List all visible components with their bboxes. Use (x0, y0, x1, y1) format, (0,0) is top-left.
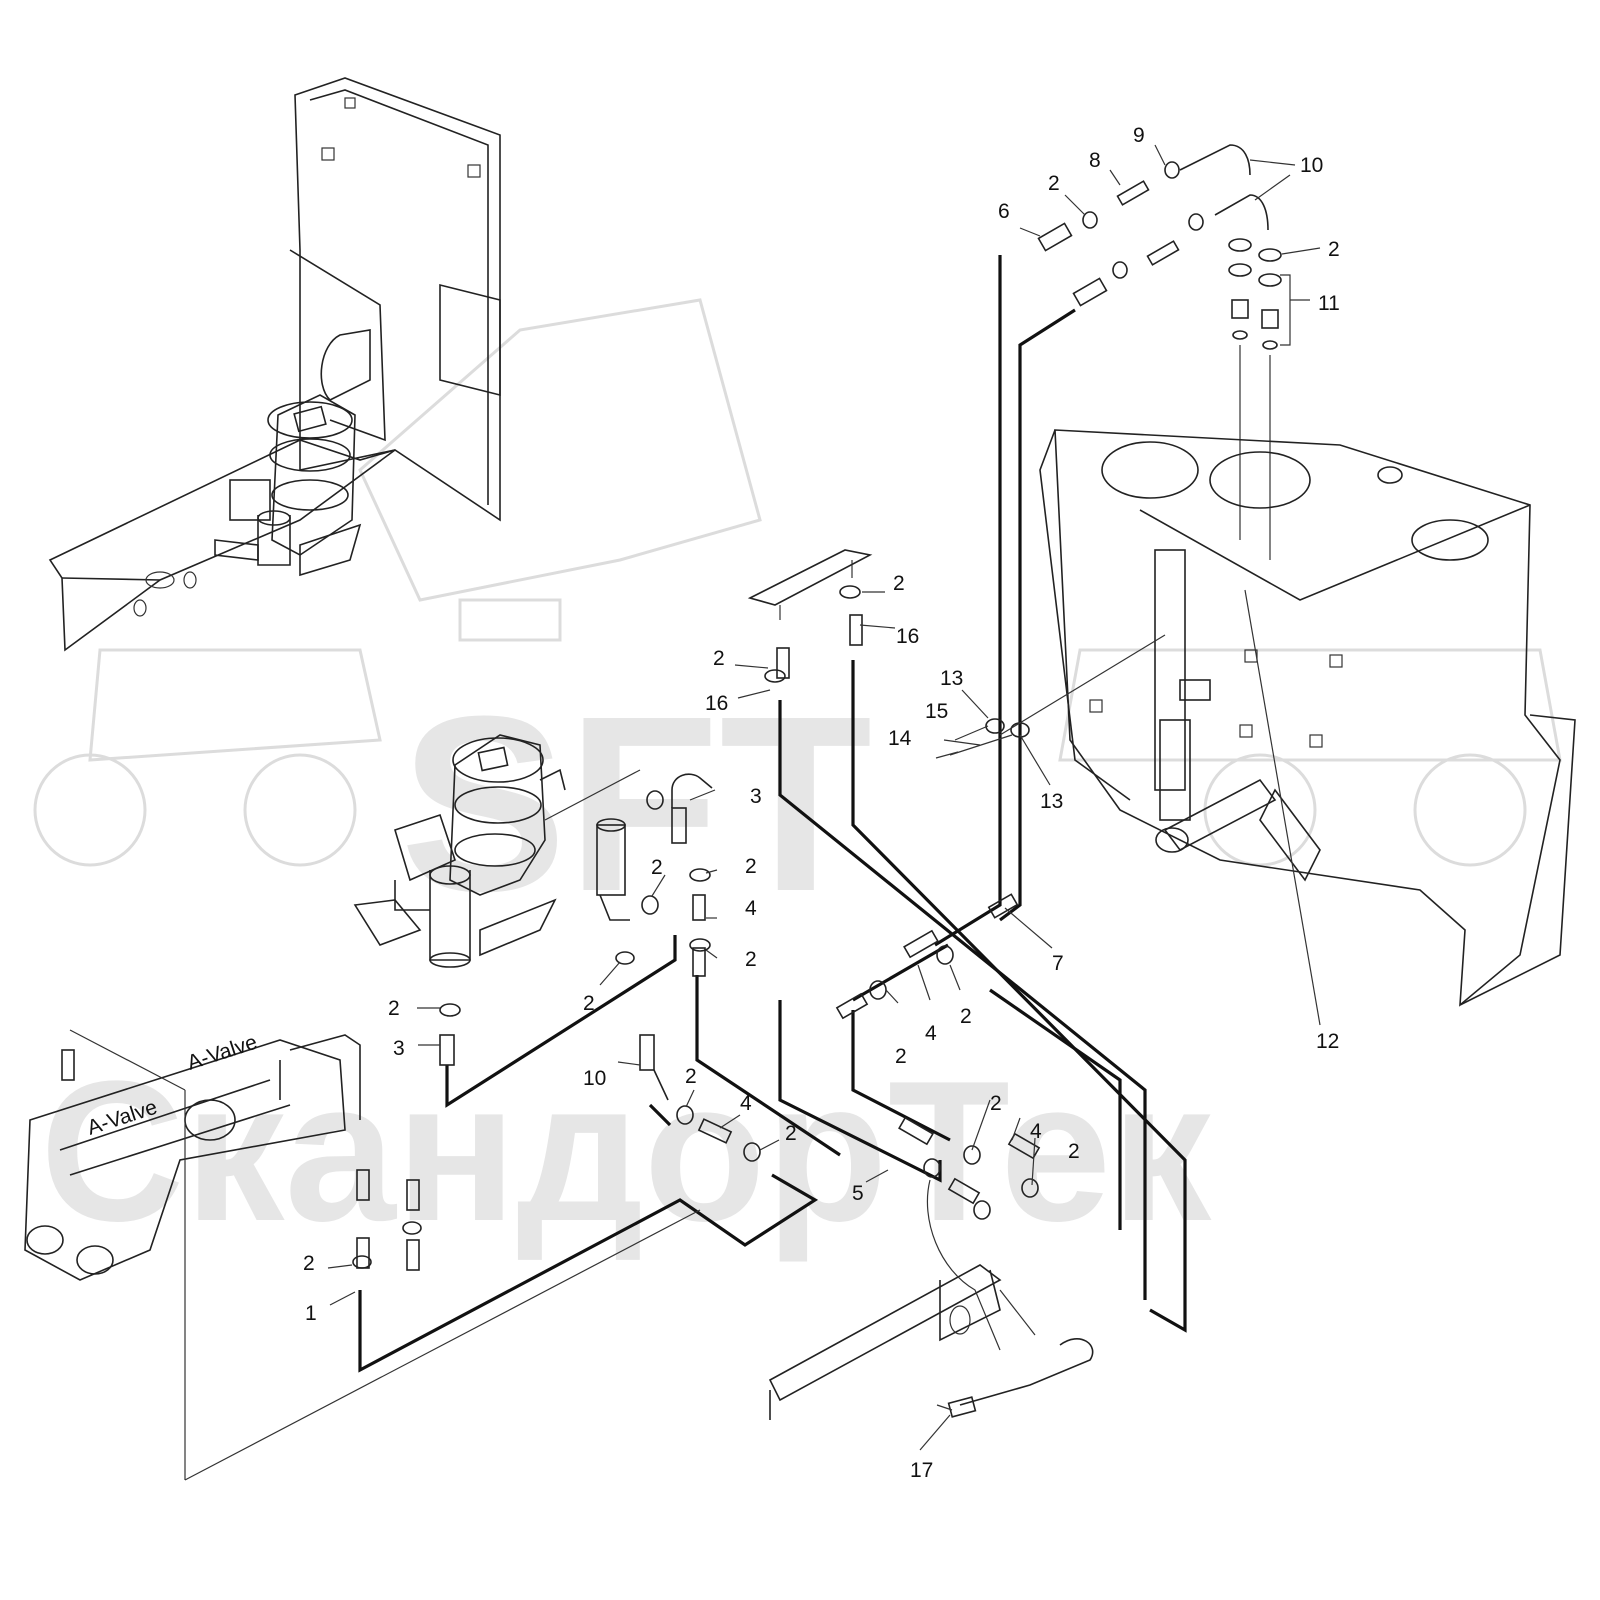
callout-12: 12 (1316, 1030, 1339, 1053)
callout-4d: 4 (1030, 1120, 1042, 1143)
callout-3b: 3 (750, 785, 762, 808)
callout-numbers: 1 2 2 2 2 2 2 2 2 2 2 2 2 2 2 2 2 3 3 4 … (303, 124, 1340, 1482)
callout-10a: 10 (1300, 154, 1323, 177)
callout-2g: 2 (685, 1065, 697, 1088)
heater-unit-top (214, 394, 362, 577)
callout-7: 7 (1052, 952, 1064, 975)
callout-6: 6 (998, 200, 1010, 223)
callout-2m: 2 (990, 1092, 1002, 1115)
callout-2e: 2 (745, 948, 757, 971)
watermark-line2: СкандорТек (40, 1040, 1212, 1263)
callout-2b: 2 (388, 997, 400, 1020)
hose-clamps (352, 161, 1282, 1269)
callout-11: 11 (1318, 292, 1340, 315)
watermark-line1: SFT (400, 664, 872, 943)
callout-4b: 4 (740, 1092, 752, 1115)
mounting-bracket (747, 549, 873, 620)
callout-2c: 2 (651, 856, 663, 879)
leader-lines (327, 144, 1321, 1451)
callout-4c: 4 (925, 1022, 937, 1045)
grommet-stack (1228, 263, 1282, 560)
frame-rail (768, 1179, 1002, 1420)
callout-16a: 16 (896, 625, 919, 648)
callout-2h: 2 (785, 1122, 797, 1145)
callout-13b: 13 (1040, 790, 1063, 813)
callout-5: 5 (852, 1182, 864, 1205)
callout-2i: 2 (713, 647, 725, 670)
heater-unit-main (353, 734, 641, 968)
chassis-frame (1039, 429, 1576, 1007)
callout-8: 8 (1089, 149, 1101, 172)
callout-2j: 2 (893, 572, 905, 595)
watermark: SFT СкандорТек (33, 298, 1562, 1263)
callout-2p: 2 (1328, 238, 1340, 261)
wiring-harness (947, 1338, 1094, 1418)
callout-4a: 4 (745, 897, 757, 920)
callout-15: 15 (925, 700, 948, 723)
callout-3a: 3 (393, 1037, 405, 1060)
callout-2k: 2 (895, 1045, 907, 1068)
callout-16b: 16 (705, 692, 728, 715)
callout-13a: 13 (940, 667, 963, 690)
coolant-valve (596, 818, 630, 921)
callout-9: 9 (1133, 124, 1145, 147)
callout-17: 17 (910, 1459, 933, 1482)
callout-2d: 2 (745, 855, 757, 878)
callout-2a: 2 (303, 1252, 315, 1275)
callout-2f: 2 (583, 992, 595, 1015)
callout-2o: 2 (1048, 172, 1060, 195)
callout-1: 1 (305, 1302, 317, 1325)
callout-2n: 2 (1068, 1140, 1080, 1163)
callout-14: 14 (888, 727, 912, 750)
cab-side-panel (48, 77, 501, 652)
callout-10b: 10 (583, 1067, 606, 1090)
junction-lines (949, 589, 1321, 1026)
callout-2l: 2 (960, 1005, 972, 1028)
